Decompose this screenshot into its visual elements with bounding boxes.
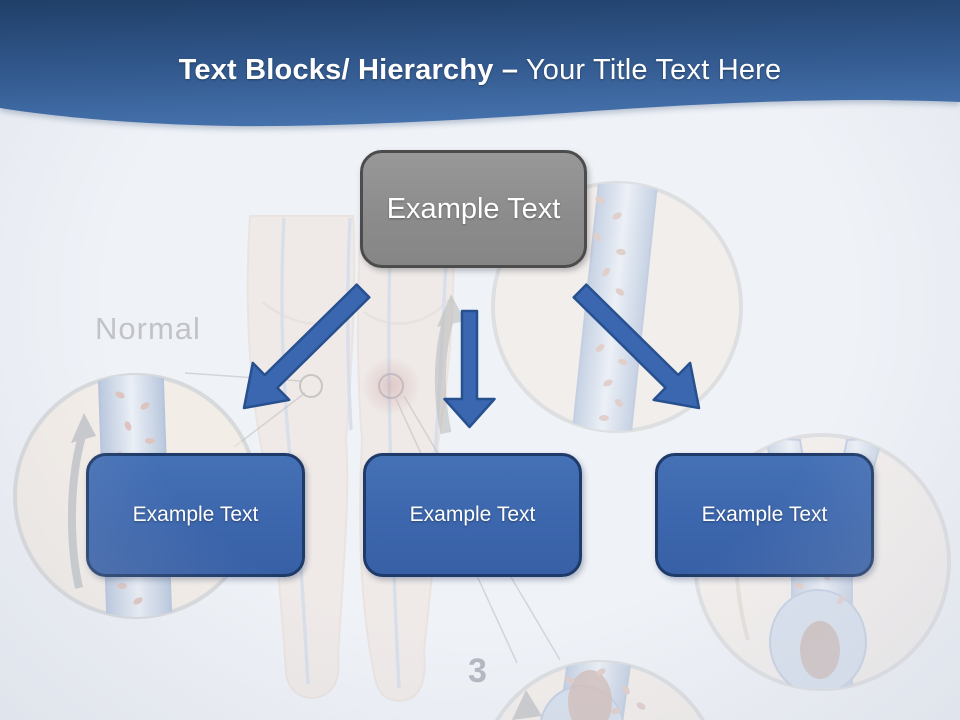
thrombus (800, 621, 840, 679)
vein-circle-bottom-center (494, 660, 706, 720)
child-text-block-3[interactable]: Example Text (655, 453, 874, 577)
normal-annotation: Normal (95, 311, 201, 346)
varicose-spot-circle (378, 373, 404, 399)
normal-spot-circle (299, 374, 323, 398)
child-text-block-1[interactable]: Example Text (86, 453, 305, 577)
slide-header: Text Blocks/ Hierarchy – Your Title Text… (0, 0, 960, 150)
slide-title-regular: Your Title Text Here (525, 54, 782, 86)
arrow-down-left-icon (242, 283, 371, 410)
blood-flow-up-arrow (67, 428, 88, 589)
header-wave-band (0, 0, 960, 127)
root-text-block[interactable]: Example Text (360, 150, 587, 268)
page-number: 3 (468, 652, 487, 690)
arrow-down-icon (443, 309, 496, 429)
slide-title[interactable]: Text Blocks/ Hierarchy – Your Title Text… (0, 54, 960, 87)
child-text-block-2[interactable]: Example Text (363, 453, 582, 577)
child-text-block-3-label: Example Text (701, 503, 828, 526)
blood-flow-center-arrow (434, 294, 465, 435)
arrow-down-right-icon (572, 283, 701, 410)
slide-title-bold: Text Blocks/ Hierarchy – (178, 54, 519, 86)
child-text-block-2-label: Example Text (409, 503, 536, 526)
root-text-block-label: Example Text (386, 192, 561, 225)
flow-arrowhead (512, 690, 542, 720)
child-text-block-1-label: Example Text (132, 503, 259, 526)
inflamed-spot-halo (361, 356, 421, 416)
